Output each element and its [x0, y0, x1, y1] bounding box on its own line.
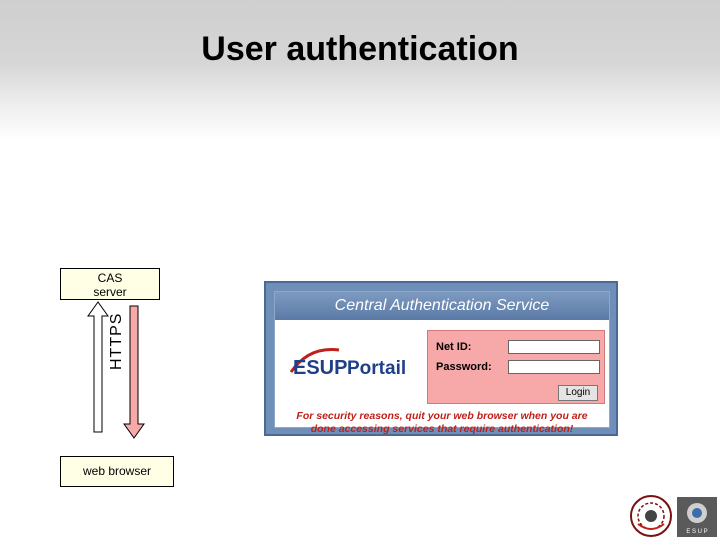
- esup-logo-icon: E S U P: [677, 497, 717, 537]
- web-browser-box: web browser: [60, 456, 174, 487]
- slide-title: User authentication: [201, 30, 519, 68]
- cas-login-inner: Central Authentication Service ESUP Port…: [274, 291, 610, 435]
- cas-login-panel: Central Authentication Service ESUP Port…: [264, 281, 618, 436]
- down-arrow: [123, 305, 145, 439]
- web-browser-label: web browser: [82, 464, 152, 478]
- security-note: For security reasons, quit your web brow…: [296, 410, 588, 435]
- https-label: HTTPS: [108, 312, 125, 370]
- netid-input[interactable]: [508, 340, 600, 354]
- login-form: Net ID: Password: Login: [427, 330, 605, 404]
- university-seal-icon: [630, 495, 672, 537]
- portail-word: Portail: [347, 358, 406, 379]
- cas-header: Central Authentication Service: [275, 292, 609, 320]
- https-arrows: [87, 301, 145, 439]
- cas-server-box: CAS server: [60, 268, 160, 300]
- esup-word: ESUP: [293, 357, 347, 379]
- esup-portail-logo: ESUP Portail: [289, 347, 406, 379]
- netid-label: Net ID:: [436, 341, 472, 353]
- up-arrow: [87, 301, 109, 433]
- esup-caption: E S U P: [686, 529, 707, 535]
- password-input[interactable]: [508, 360, 600, 374]
- cas-server-label: CAS server: [93, 271, 127, 299]
- password-label: Password:: [436, 361, 492, 373]
- login-button[interactable]: Login: [558, 385, 598, 401]
- title-band: [0, 0, 720, 140]
